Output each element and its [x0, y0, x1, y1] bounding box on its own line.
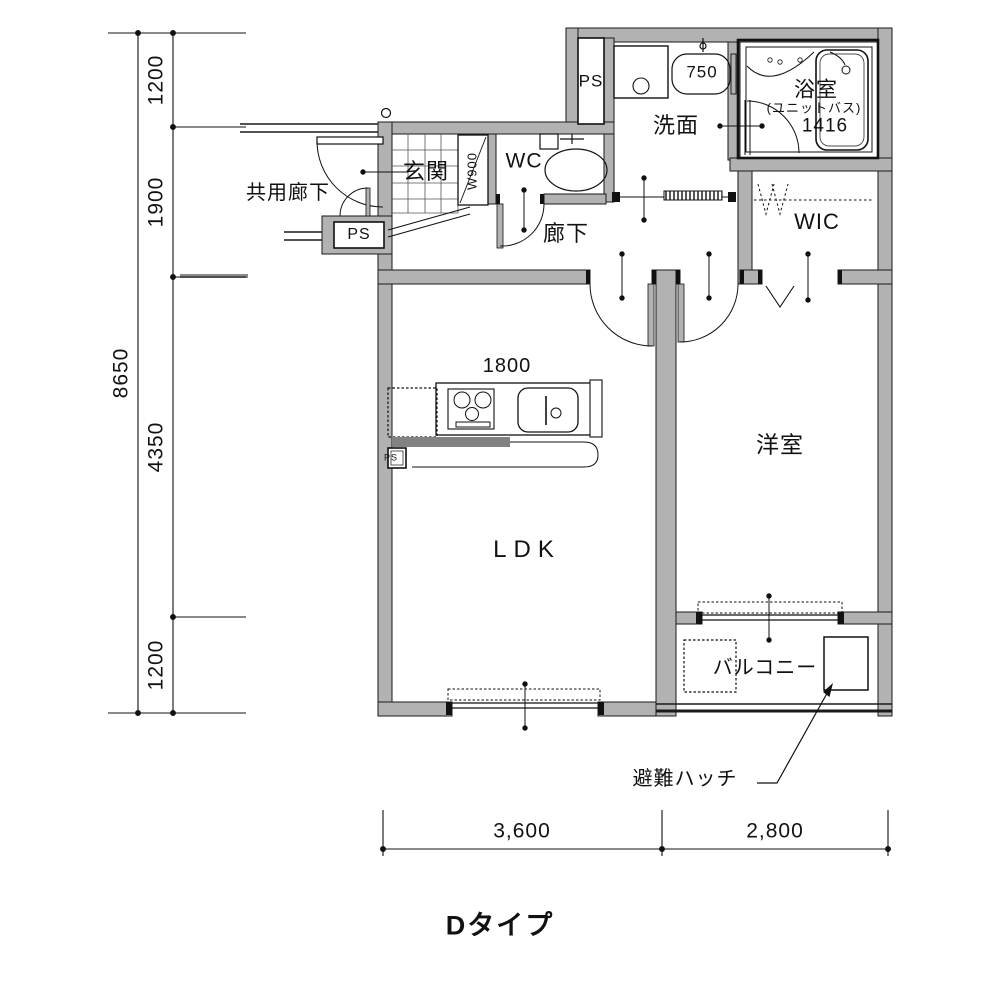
doorbell-icon: [380, 107, 392, 119]
ps-kitchen-label: PS: [383, 452, 399, 463]
kitchen-floor-line: [412, 441, 599, 468]
ps-shaft-kitchen-inner: [390, 450, 404, 466]
centerline-ticks: [360, 123, 811, 731]
common-corridor-lines: [180, 123, 378, 278]
ldk-door: [589, 283, 655, 347]
wall-hall-ldk: [377, 269, 591, 285]
wall-ldk-western-divider: [655, 269, 677, 717]
wall-left-main: [377, 121, 393, 717]
wall-ldk-bottom-left: [377, 701, 453, 717]
wall-western-bottom-right: [837, 611, 893, 625]
ldk-window: [447, 688, 601, 709]
western-window: [697, 601, 843, 621]
western-window-curtain-box: [697, 601, 843, 614]
ldk-window-curtain-box: [447, 688, 601, 701]
wall-washroom-left: [565, 27, 579, 135]
stove-icon: [447, 388, 495, 430]
evacuation-hatch-leader: [757, 683, 833, 784]
wic-hanger-pipe: [754, 183, 872, 216]
kitchen-half-wall: [392, 437, 510, 447]
hallway-label: 廊下: [542, 221, 590, 246]
ps-corridor-door: [339, 187, 371, 217]
washbasin-width-label: 750: [686, 62, 718, 82]
shower-hose: [829, 51, 846, 66]
ps-shaft-top: [577, 37, 605, 125]
ldk-label: LDK: [493, 536, 561, 563]
plan-title: Dタイプ: [445, 910, 555, 941]
bathroom-sub-label: (ユニットバス): [766, 100, 862, 116]
washing-machine-icon: [613, 45, 669, 99]
shoe-cabinet: [457, 134, 489, 206]
ps-shaft-corridor: [333, 221, 385, 249]
ps-top-label: PS: [578, 71, 604, 91]
wc-label: WC: [505, 149, 543, 173]
wc-door: [496, 203, 545, 249]
toilet-icon: [539, 133, 608, 192]
bathroom-unit: [736, 38, 880, 160]
common-corridor-label: 共用廊下: [246, 182, 330, 204]
ac-unit-space: [683, 639, 737, 693]
ps-boxes: [333, 37, 605, 469]
wall-ldk-bottom-right: [597, 701, 657, 717]
wall-hall-right: [837, 269, 893, 285]
dimension-lines: [108, 30, 891, 856]
balcony-edge: [656, 703, 892, 713]
dim-left-seg-1: 1200: [144, 54, 168, 106]
washroom-sliding-door: [616, 190, 736, 201]
dim-left-total: 8650: [109, 347, 133, 399]
bath-counter: [746, 51, 815, 77]
bathroom-label: 浴室: [794, 78, 838, 102]
bathtub-icon: [815, 49, 869, 151]
refrigerator-space: [387, 387, 438, 438]
wall-right: [877, 27, 893, 717]
kitchen-sink-icon: [517, 387, 579, 433]
shower-head-icon: [841, 65, 851, 75]
western-room-door: [677, 283, 739, 343]
washroom-label: 洗面: [652, 113, 700, 138]
walls: [321, 27, 893, 717]
entrance-label: 玄関: [402, 159, 450, 184]
dim-left-seg-3: 4350: [144, 421, 168, 473]
wic-folding-door: [765, 285, 795, 308]
dim-bottom-right: 2,800: [746, 819, 804, 843]
balcony-label: バルコニー: [712, 657, 818, 679]
bathroom-size-label: 1416: [801, 115, 849, 137]
kitchen-counter: [435, 379, 603, 438]
dim-left-seg-2: 1900: [144, 176, 168, 228]
shoe-cabinet-label: W900: [464, 152, 480, 190]
ps-corridor-label: PS: [347, 226, 371, 243]
dim-left-seg-4: 1200: [144, 639, 168, 691]
bath-door: [744, 100, 800, 155]
western-room-label: 洋室: [756, 431, 804, 458]
wic-label: WIC: [794, 209, 840, 234]
dim-bottom-left: 3,600: [493, 819, 551, 843]
wall-bath-wic: [729, 157, 893, 172]
wall-wc-bottom: [543, 193, 607, 205]
kitchen-width-label: 1800: [482, 355, 532, 377]
evacuation-hatch-icon: [823, 636, 869, 691]
evacuation-hatch-label: 避難ハッチ: [632, 768, 738, 790]
entrance-step-lines: [387, 206, 471, 238]
washbasin-icon: [671, 38, 737, 95]
wall-wic-left: [737, 170, 753, 285]
